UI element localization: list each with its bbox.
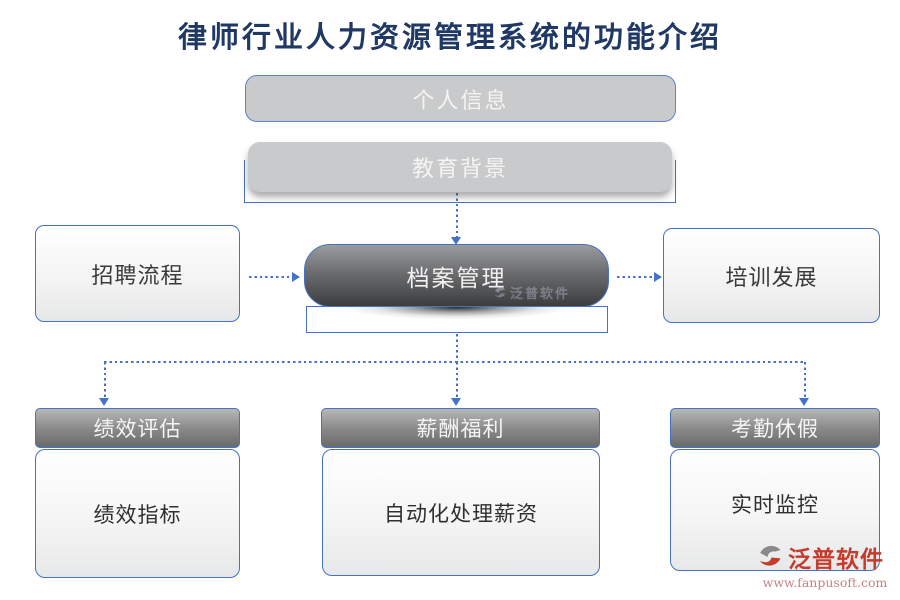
node-recruitment: 招聘流程	[35, 225, 240, 322]
connector-archive-training	[617, 276, 655, 279]
connector-education-archive	[456, 193, 459, 238]
card-attendance-body-label: 实时监控	[731, 493, 819, 517]
watermark-logo-icon	[494, 286, 506, 297]
arrowhead-down-salary	[451, 398, 461, 406]
footer-brand-url: www.fanpusoft.com	[762, 575, 888, 590]
node-personal-info-label: 个人信息	[412, 88, 509, 114]
card-salary-body-label: 自动化处理薪资	[384, 501, 538, 526]
arrowhead-down-archive	[451, 237, 461, 245]
card-salary-body: 自动化处理薪资	[322, 449, 600, 576]
connector-recruitment-archive	[249, 276, 293, 279]
connector-branch-horizontal	[104, 361, 806, 364]
connector-branch-middle	[456, 362, 459, 399]
node-education: 教育背景	[248, 142, 672, 192]
footer-logo: 泛普软件 www.fanpusoft.com	[756, 540, 894, 590]
card-performance-header-label: 绩效评估	[93, 417, 182, 441]
connector-branch-left	[104, 362, 107, 399]
card-attendance-header-label: 考勤休假	[731, 417, 819, 441]
archive-shadow-tray	[306, 306, 608, 333]
node-education-label: 教育背景	[411, 157, 508, 182]
pill-watermark: 泛普软件	[493, 283, 570, 302]
arrowhead-down-performance	[99, 398, 109, 406]
node-archive-label: 档案管理	[406, 265, 507, 292]
card-salary-header-label: 薪酬福利	[416, 417, 505, 441]
education-frame	[244, 160, 676, 203]
card-performance-header: 绩效评估	[35, 408, 240, 448]
card-performance-body-label: 绩效指标	[93, 502, 182, 527]
card-attendance-header: 考勤休假	[670, 408, 880, 448]
arrowhead-right-archive	[292, 272, 300, 282]
watermark-brand-text: 泛普软件	[509, 287, 570, 302]
card-performance-body: 绩效指标	[35, 449, 240, 578]
node-recruitment-label: 招聘流程	[91, 263, 184, 289]
page-title: 律师行业人力资源管理系统的功能介绍	[177, 20, 722, 54]
arrowhead-right-training	[654, 272, 662, 282]
node-personal-info: 个人信息	[245, 75, 676, 122]
connector-branch-right	[804, 362, 807, 399]
node-archive: 档案管理 泛普软件	[304, 244, 609, 307]
connector-tray-branch	[456, 334, 459, 362]
arrowhead-down-attendance	[799, 398, 809, 406]
node-training-label: 培训发展	[725, 265, 818, 291]
footer-brand-name: 泛普软件	[788, 546, 884, 573]
node-training: 培训发展	[663, 228, 880, 323]
fanpu-logo-icon	[759, 545, 781, 566]
card-salary-header: 薪酬福利	[321, 408, 600, 448]
